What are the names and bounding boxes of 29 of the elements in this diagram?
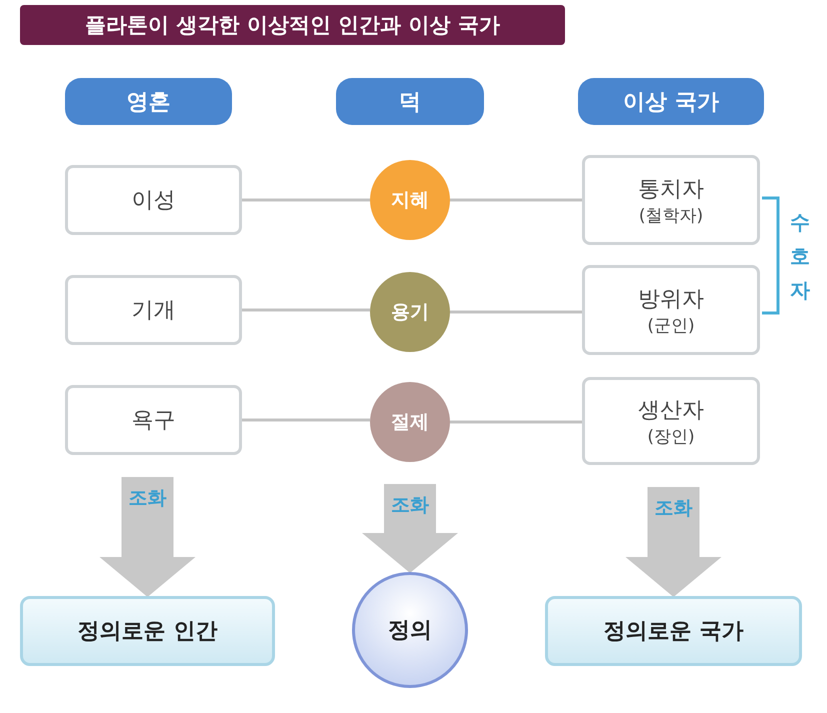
- connector-line: [450, 310, 582, 314]
- connector-line: [242, 308, 370, 312]
- edge-label: 조화: [390, 493, 430, 518]
- rounded-box: 기개: [65, 275, 242, 345]
- connector-line: [242, 418, 370, 422]
- block-arrow: [626, 487, 722, 597]
- edge-label: 조화: [654, 496, 694, 521]
- connector-line: [242, 198, 370, 202]
- title-banner: 플라톤이 생각한 이상적인 인간과 이상 국가: [20, 5, 565, 45]
- header-pill: 덕: [336, 78, 484, 125]
- virtue-circle: 지혜: [370, 160, 450, 240]
- rounded-box: 방위자 (군인): [582, 265, 760, 355]
- virtue-circle: 절제: [370, 382, 450, 462]
- rounded-box: 생산자 (장인): [582, 377, 760, 465]
- result-circle: 정의: [352, 572, 468, 688]
- virtue-circle: 용기: [370, 272, 450, 352]
- result-box: 정의로운 인간: [20, 596, 275, 666]
- block-arrow: [100, 477, 196, 597]
- header-pill: 영혼: [65, 78, 232, 125]
- block-arrow: [362, 484, 458, 573]
- connector-line: [450, 420, 582, 424]
- group-label: 수호자: [789, 209, 811, 304]
- edge-label: 조화: [128, 486, 168, 511]
- rounded-box: 이성: [65, 165, 242, 235]
- result-box: 정의로운 국가: [545, 596, 802, 666]
- connector-line: [450, 198, 582, 202]
- rounded-box: 통치자 (철학자): [582, 155, 760, 245]
- header-pill: 이상 국가: [578, 78, 764, 125]
- rounded-box: 욕구: [65, 385, 242, 455]
